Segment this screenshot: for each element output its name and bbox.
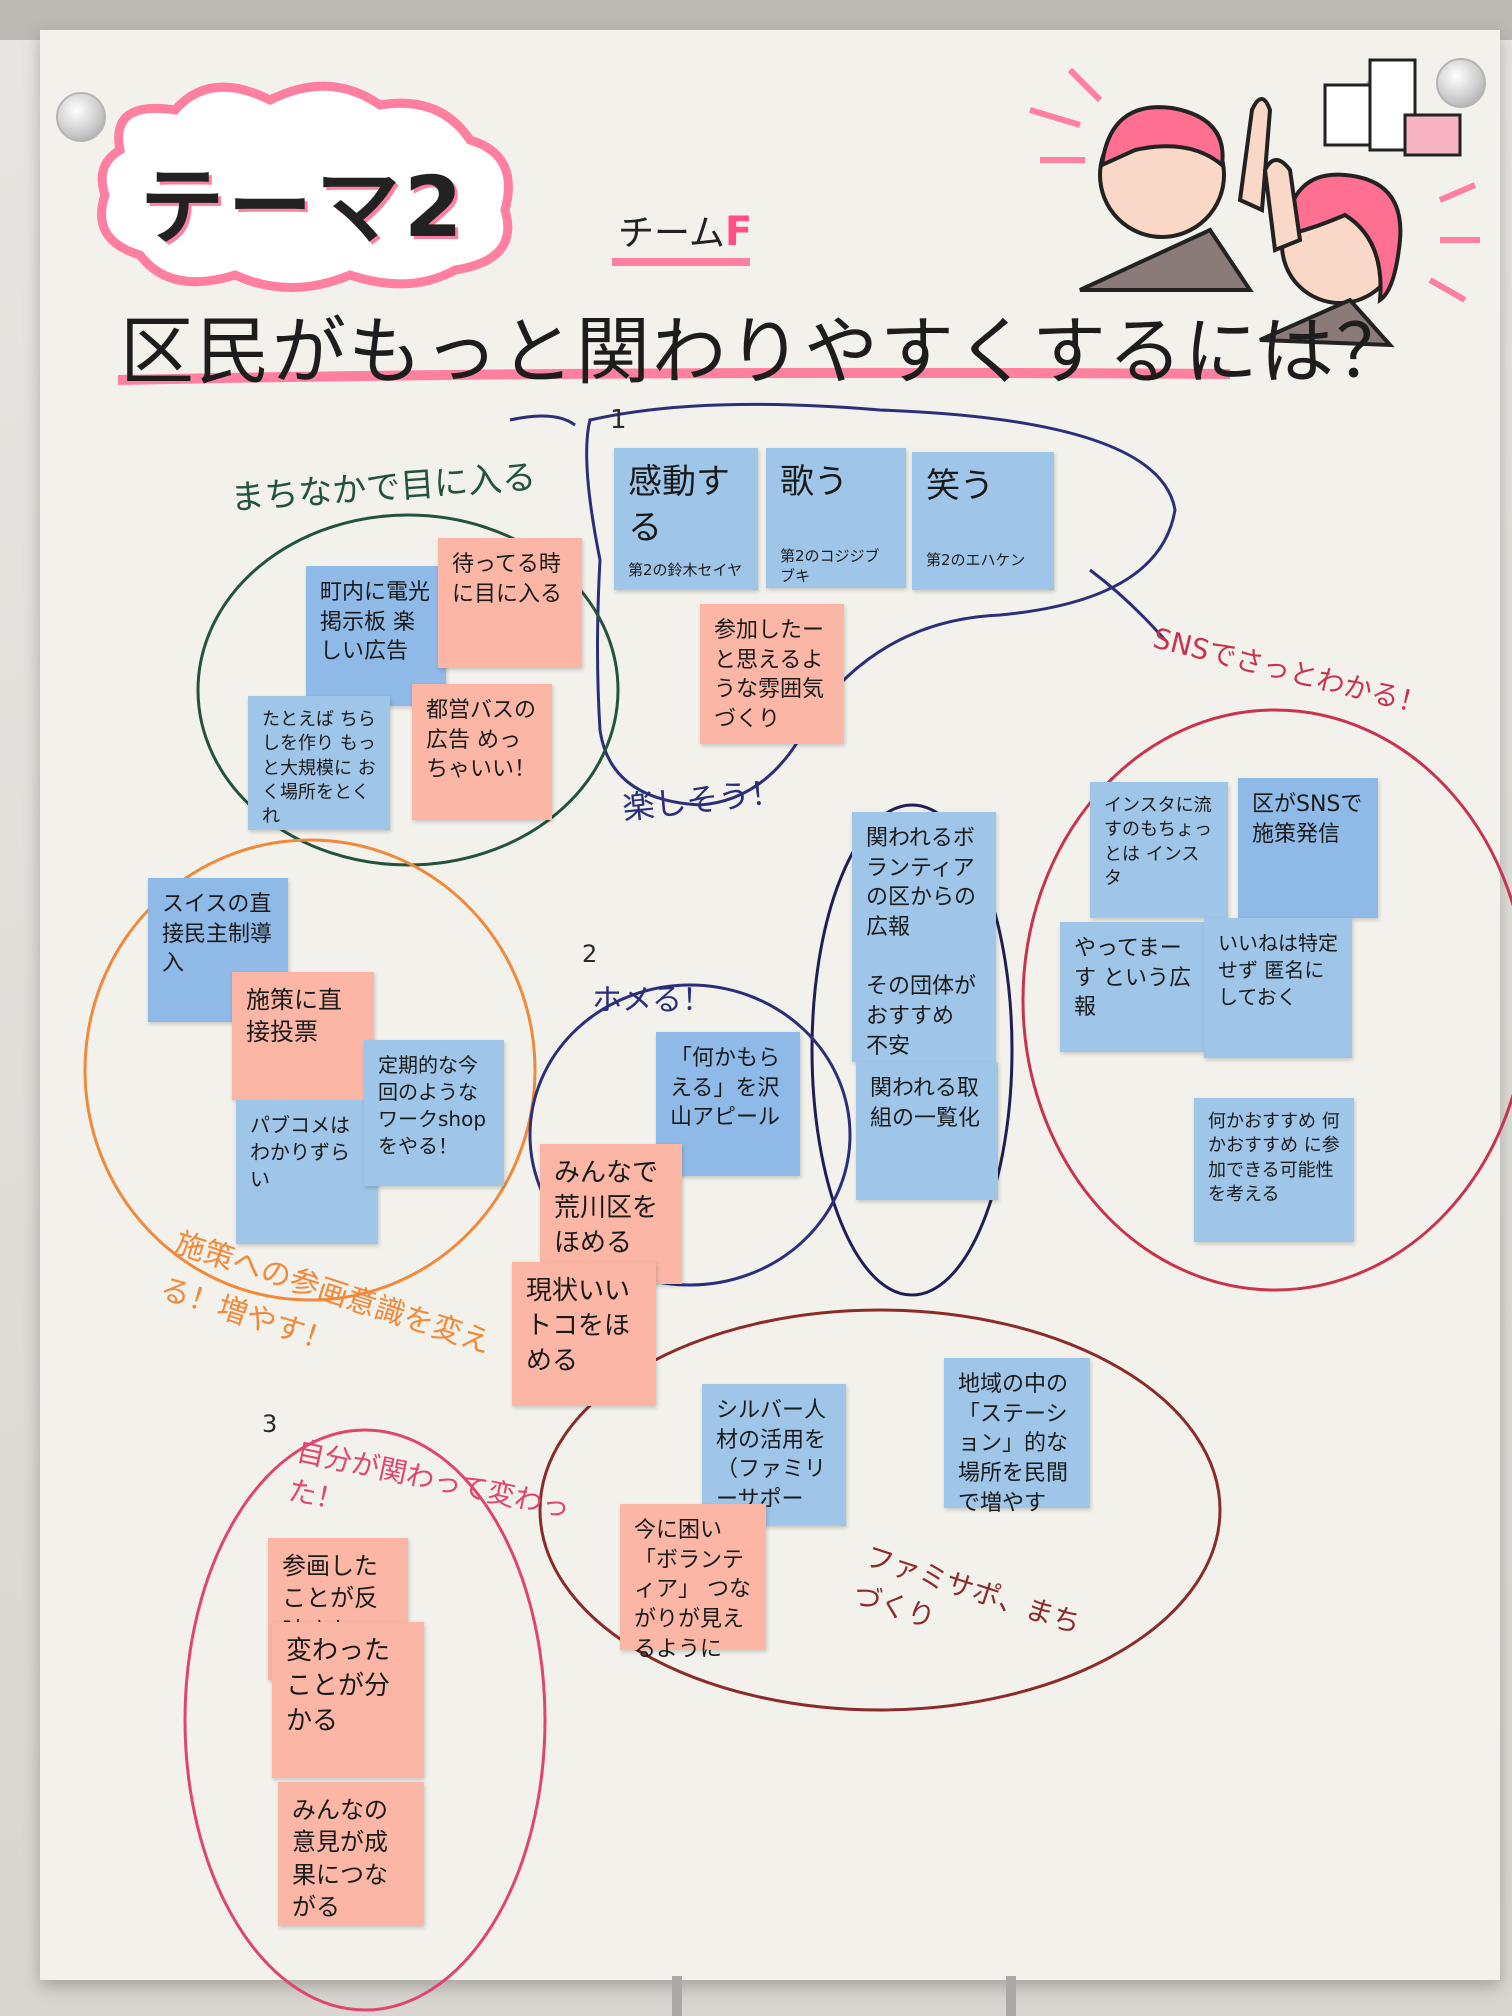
note-warau-sub: 第2のエハケン: [926, 550, 1026, 569]
circle-sns-red: [1021, 708, 1512, 1292]
sticky-note-pabukome: パブコメは わかりずらい: [236, 1100, 378, 1244]
sticky-note-yattemasu: やってまーす という広報: [1060, 922, 1210, 1052]
connector-line-2: [509, 414, 576, 427]
note-utau-sub: 第2のコジジブブキ: [780, 546, 880, 586]
title-cloud-outline: [97, 81, 513, 292]
sticky-note-ichiran: 関われる取組の一覧化: [856, 1062, 998, 1200]
sticky-note-minna-home: みんなで荒川区をほめる: [540, 1144, 682, 1284]
sticky-note-iine: いいねは特定せず 匿名にしておく: [1204, 918, 1352, 1058]
connector-line: [1089, 568, 1167, 641]
sticky-note-minna-iken: みんなの意見が成果につながる: [278, 1782, 424, 1926]
circle-machinaka-green: [196, 513, 620, 867]
illustration-people: [1029, 58, 1480, 348]
sticky-note-matte: 待ってる時に目に入る: [438, 538, 582, 668]
sticky-note-nanika-osusume: 何かおすすめ 何かおすすめ に参加できる可能性を考える: [1194, 1098, 1354, 1242]
sticky-note-kawatta: 変わったことが分かる: [272, 1622, 424, 1778]
sticky-note-kandou: 感動する 第2の鈴木セイヤ: [614, 448, 758, 590]
circle-group1-navy: [585, 402, 1177, 807]
group3-number: 3: [262, 1410, 278, 1438]
team-label-prefix: チーム: [618, 213, 725, 254]
note-kandou-main: 感動する: [628, 462, 730, 548]
team-label: チームF: [618, 204, 752, 256]
team-letter: F: [724, 209, 753, 255]
circle-shiritai-navy: [810, 803, 1014, 1297]
magnet-clip-left: [56, 92, 106, 142]
theme-title: テーマ2: [140, 158, 467, 256]
note-kandou-sub: 第2の鈴木セイヤ: [628, 560, 743, 579]
note-warau-main: 笑う: [926, 466, 994, 506]
group2-label: ホメる！: [592, 983, 712, 1018]
sticky-note-teiki: 定期的な今回のような ワークshopをやる！: [364, 1040, 504, 1186]
sticky-note-ku-sns: 区がSNSで施策発信: [1238, 778, 1378, 918]
note-utau-main: 歌う: [780, 462, 848, 502]
stand-leg-left: [672, 1976, 682, 2016]
main-question: 区民がもっと関わりやすくするには？: [120, 309, 1412, 395]
sticky-note-genjou: 現状いいトコをほめる: [512, 1262, 656, 1406]
magnet-clip-right-2: [1436, 58, 1486, 108]
circle-g2-navy: [528, 983, 852, 1287]
group1-number: 1: [610, 405, 627, 435]
sticky-note-station: 地域の中の「ステーション」的な場所を民間で増やす: [944, 1358, 1090, 1516]
circle-g3-pink: [183, 1428, 547, 2012]
sticky-note-denko: 町内に電光掲示板 楽しい広告: [306, 566, 446, 706]
sticky-note-insta: インスタに流すのもちょっとは インスタ: [1090, 782, 1228, 918]
sticky-note-shiritai1: 関われるボランティアの区からの広報 その団体がおすすめ 不安: [852, 812, 996, 1062]
sticky-note-sanka: 参加したーと思えるような雰囲気づくり: [700, 604, 844, 744]
sticky-note-toei: 都営バスの広告 めっちゃいい！: [412, 684, 552, 820]
sticky-note-tatoeba: たとえば ちらしを作り もっと大規模に おく場所をとくれ: [248, 696, 390, 830]
group2-number: 2: [582, 940, 598, 968]
title-underline: [117, 367, 1231, 385]
stand-leg-right: [1006, 1976, 1016, 2016]
sticky-note-chokusetsu: 施策に直接投票: [232, 972, 374, 1100]
circle-fami-brown: [538, 1308, 1222, 1712]
note-shiritai2-text: その団体がおすすめ 不安: [866, 974, 977, 1059]
note-shiritai1-text: 関われるボランティアの区からの広報: [866, 826, 977, 941]
sticky-note-nanika-moraeru: 「何かもらえる」を沢山アピール: [656, 1032, 800, 1176]
sticky-note-warau: 笑う 第2のエハケン: [912, 452, 1054, 590]
circle-sesaku-orange: [83, 838, 537, 1302]
sticky-note-ima-komatteiru: 今に困い「ボランティア」 つながりが見えるように: [620, 1504, 766, 1662]
sticky-note-utau: 歌う 第2のコジジブブキ: [766, 448, 906, 588]
